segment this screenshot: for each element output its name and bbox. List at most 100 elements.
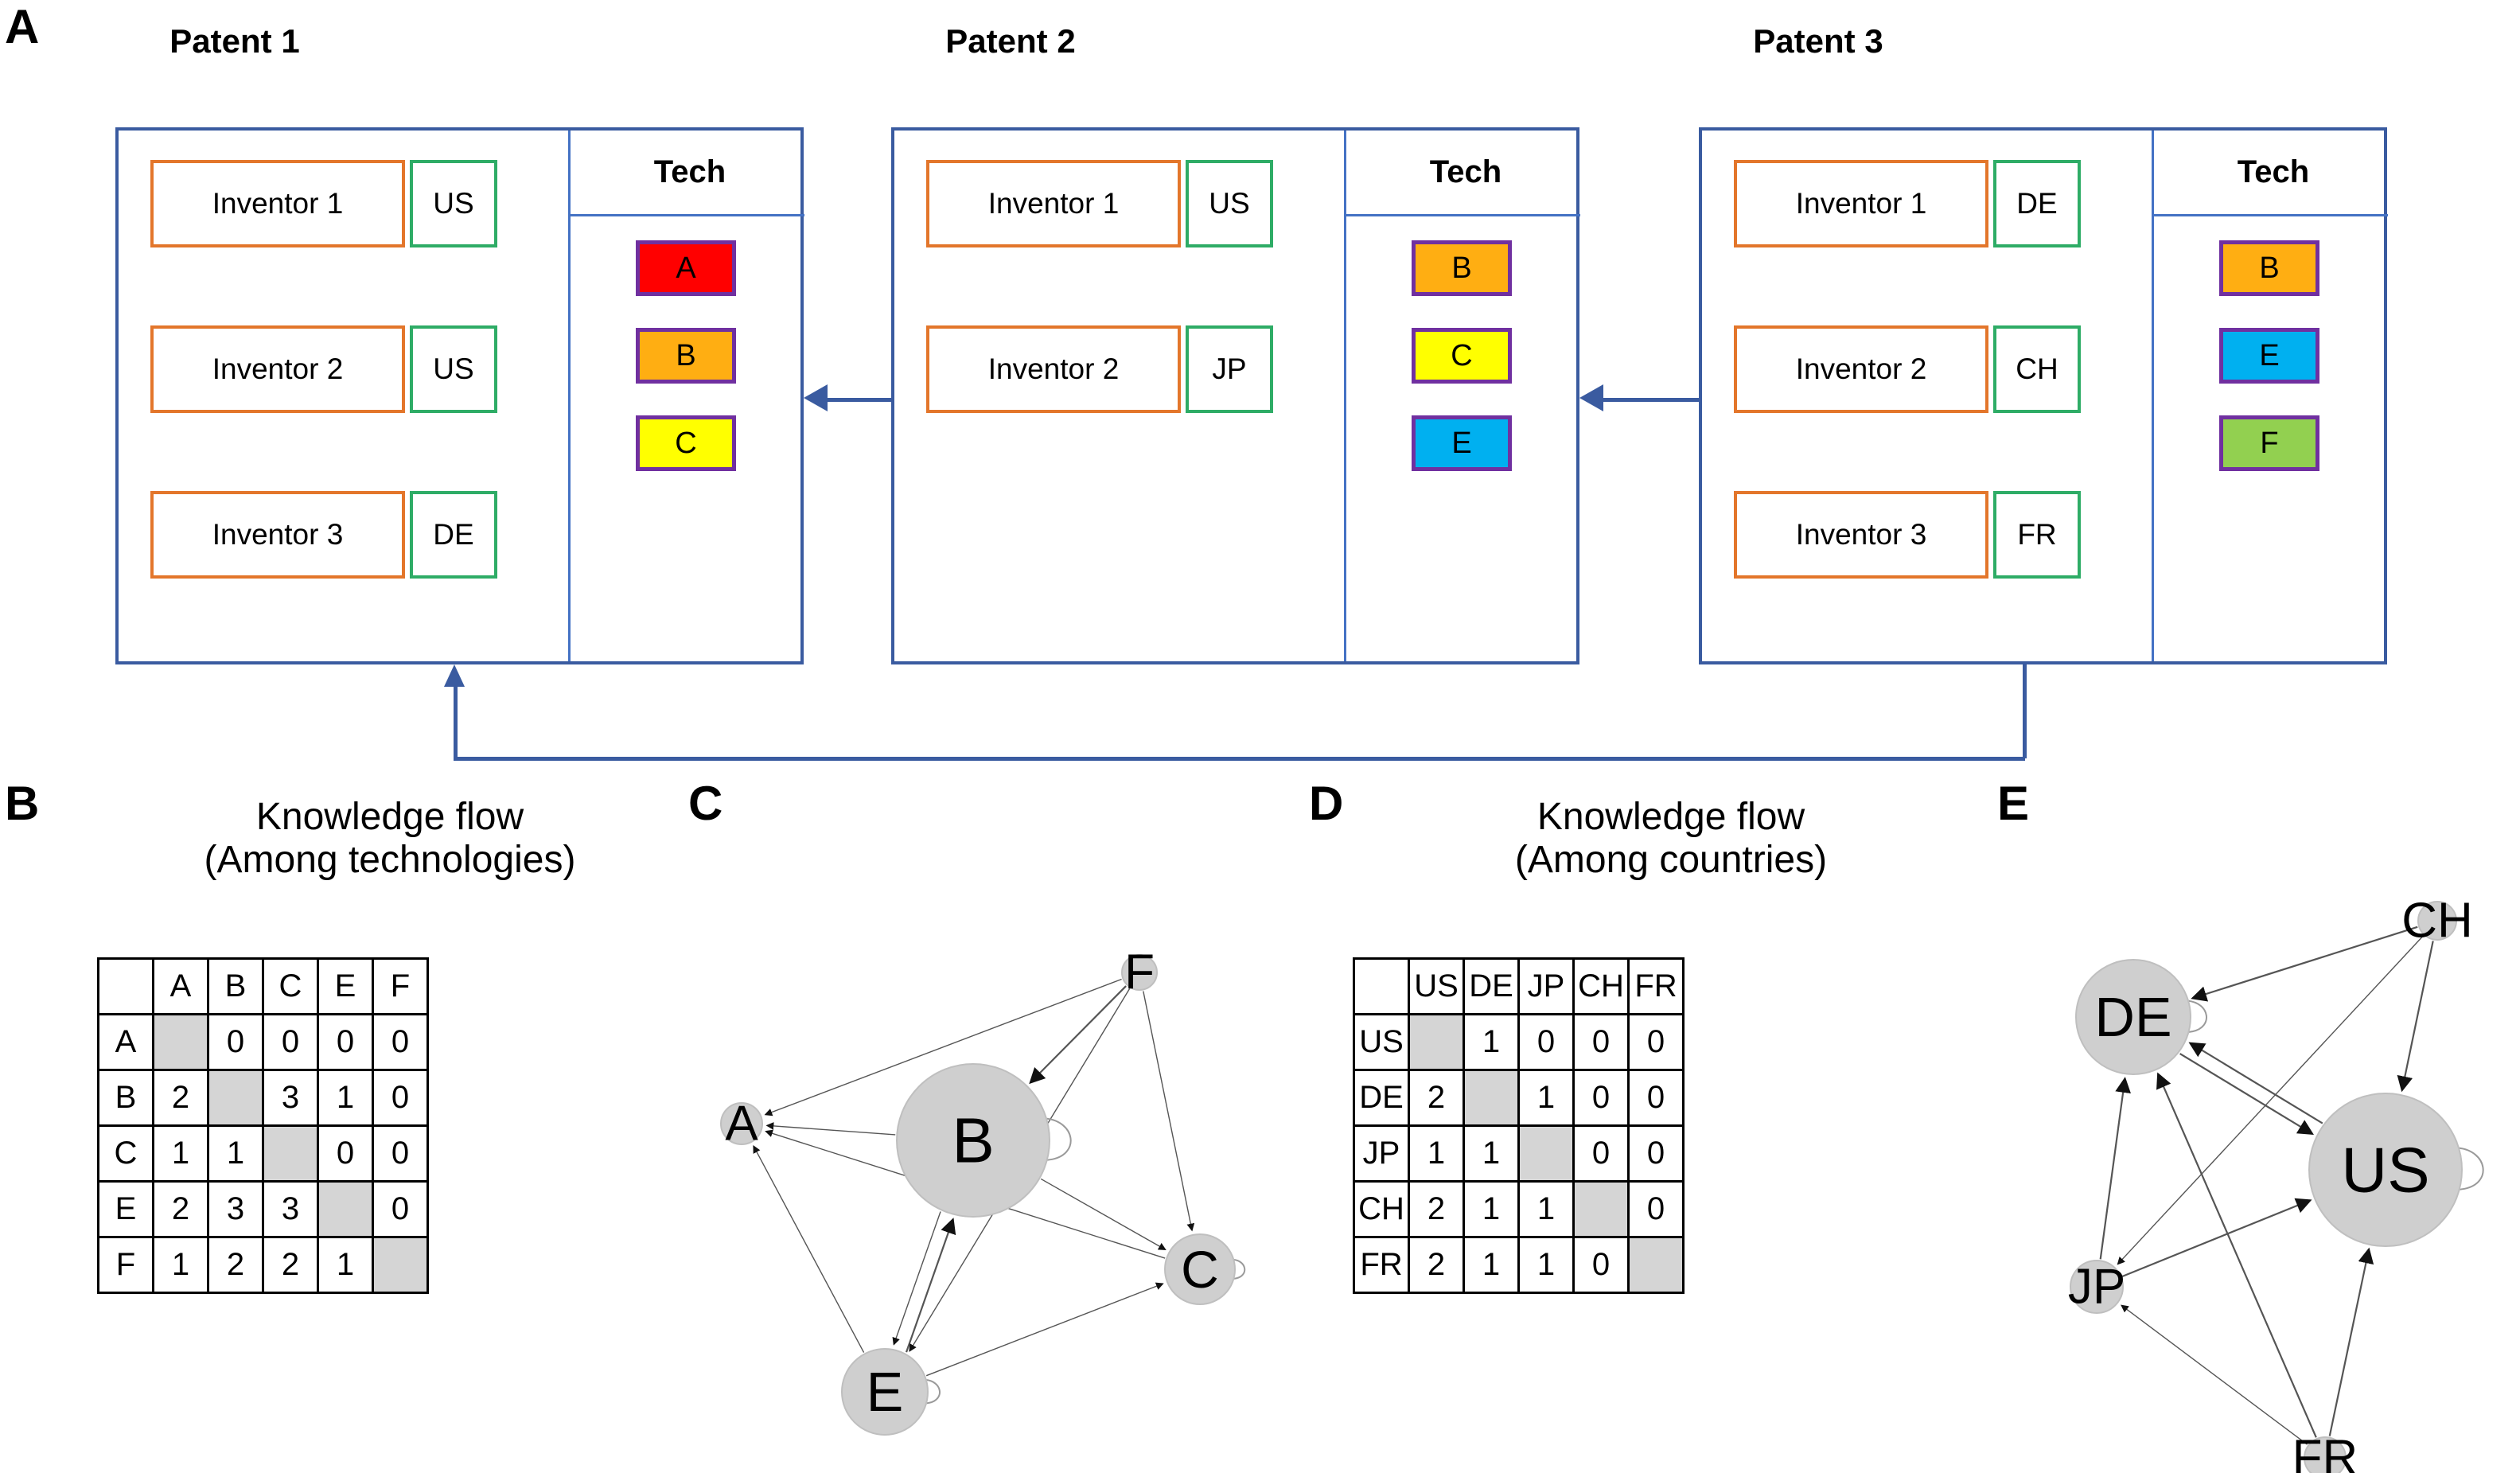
matrix-cell: 2 bbox=[1408, 1236, 1465, 1294]
network-node: DE bbox=[2075, 959, 2191, 1075]
patent-3-tech-header: Tech bbox=[2237, 154, 2310, 189]
inventor-name: Inventor 2 bbox=[926, 325, 1181, 413]
matrix-cell: 0 bbox=[317, 1124, 374, 1183]
network-edge bbox=[2117, 935, 2424, 1265]
network-node-label: US bbox=[2341, 1135, 2429, 1206]
matrix-diagonal-cell bbox=[262, 1124, 319, 1183]
network-edge bbox=[925, 1282, 1164, 1377]
matrix-corner-cell bbox=[97, 957, 154, 1015]
network-edge bbox=[2179, 1053, 2314, 1135]
network-node-circle bbox=[2075, 959, 2191, 1075]
country-matrix-title-line2: (Among countries) bbox=[1514, 838, 1828, 881]
tech-chip: E bbox=[1412, 415, 1512, 471]
panel-letter-b: B bbox=[5, 777, 40, 830]
patent-2-inventor-row-1: Inventor 1 US bbox=[926, 160, 1328, 247]
patent-1-inventor-row-3: Inventor 3 DE bbox=[150, 491, 552, 579]
network-node-circle bbox=[720, 1102, 763, 1145]
tech-chip: B bbox=[636, 328, 736, 384]
matrix-cell: 0 bbox=[372, 1069, 429, 1127]
network-node-circle bbox=[1121, 954, 1158, 991]
network-node-circle bbox=[1164, 1233, 1236, 1305]
matrix-cell: 0 bbox=[1627, 1069, 1685, 1127]
network-edge bbox=[1143, 991, 1195, 1232]
matrix-row-header: E bbox=[97, 1180, 154, 1238]
inventor-country: DE bbox=[410, 491, 497, 579]
network-edge bbox=[764, 978, 1122, 1116]
matrix-row-header: DE bbox=[1353, 1069, 1410, 1127]
inventor-name: Inventor 1 bbox=[150, 160, 405, 247]
patent-2-inventor-row-2: Inventor 2 JP bbox=[926, 325, 1328, 413]
network-node: F bbox=[1121, 945, 1158, 1000]
matrix-cell: 2 bbox=[207, 1236, 264, 1294]
patent-1-box: Tech Inventor 1 US Inventor 2 US Invento… bbox=[115, 127, 804, 664]
matrix-cell: 0 bbox=[317, 1013, 374, 1071]
network-node-label: DE bbox=[2094, 986, 2171, 1048]
patent-3-tech-rule bbox=[2152, 214, 2388, 216]
network-node-label: FR bbox=[2292, 1431, 2358, 1473]
matrix-col-header: F bbox=[372, 957, 429, 1015]
panel-letter-e: E bbox=[1997, 777, 2030, 830]
inventor-country: JP bbox=[1186, 325, 1273, 413]
inventor-country: DE bbox=[1993, 160, 2081, 247]
matrix-diagonal-cell bbox=[1572, 1180, 1630, 1238]
patent-3-inventor-row-3: Inventor 3 FR bbox=[1734, 491, 2136, 579]
matrix-cell: 0 bbox=[372, 1013, 429, 1071]
matrix-col-header: E bbox=[317, 957, 374, 1015]
matrix-cell: 1 bbox=[152, 1124, 209, 1183]
network-node-label: JP bbox=[2068, 1260, 2125, 1315]
matrix-cell: 0 bbox=[1627, 1013, 1685, 1071]
matrix-row-header: B bbox=[97, 1069, 154, 1127]
tech-matrix-title-line1: Knowledge flow bbox=[255, 796, 524, 838]
network-node: A bbox=[720, 1097, 763, 1152]
inventor-name: Inventor 2 bbox=[1734, 325, 1988, 413]
matrix-cell: 0 bbox=[372, 1180, 429, 1238]
network-node-label: F bbox=[1124, 945, 1155, 1000]
matrix-cell: 2 bbox=[152, 1069, 209, 1127]
matrix-cell: 1 bbox=[1408, 1124, 1465, 1183]
patent-3-box: Tech Inventor 1 DE Inventor 2 CH Invento… bbox=[1699, 127, 2388, 664]
patent-3-inventor-row-2: Inventor 2 CH bbox=[1734, 325, 2136, 413]
network-edge bbox=[2328, 1247, 2374, 1436]
network-edge bbox=[765, 1122, 896, 1136]
patent-1-inventor-row-2: Inventor 2 US bbox=[150, 325, 552, 413]
inventor-name: Inventor 3 bbox=[150, 491, 405, 579]
network-edge bbox=[2188, 1042, 2323, 1124]
matrix-cell: 0 bbox=[372, 1124, 429, 1183]
matrix-cell: 0 bbox=[1572, 1069, 1630, 1127]
inventor-name: Inventor 1 bbox=[926, 160, 1181, 247]
matrix-cell: 0 bbox=[1627, 1124, 1685, 1183]
matrix-cell: 0 bbox=[1627, 1180, 1685, 1238]
patent-2-title: Patent 2 bbox=[945, 22, 1076, 60]
matrix-col-header: CH bbox=[1572, 957, 1630, 1015]
matrix-diagonal-cell bbox=[1408, 1013, 1465, 1071]
matrix-cell: 1 bbox=[1463, 1180, 1520, 1238]
matrix-diagonal-cell bbox=[372, 1236, 429, 1294]
network-node: FR bbox=[2292, 1431, 2358, 1473]
matrix-diagonal-cell bbox=[1517, 1124, 1575, 1183]
matrix-cell: 1 bbox=[1463, 1013, 1520, 1071]
network-node: E bbox=[841, 1348, 929, 1436]
patent-3-divider bbox=[2152, 131, 2154, 661]
matrix-cell: 1 bbox=[1463, 1124, 1520, 1183]
network-edge bbox=[2156, 1072, 2317, 1438]
matrix-cell: 0 bbox=[1572, 1236, 1630, 1294]
patent-3-inventor-row-1: Inventor 1 DE bbox=[1734, 160, 2136, 247]
matrix-diagonal-cell bbox=[152, 1013, 209, 1071]
matrix-col-header: A bbox=[152, 957, 209, 1015]
network-node-label: B bbox=[952, 1105, 994, 1176]
patent-1-divider bbox=[568, 131, 571, 661]
matrix-cell: 1 bbox=[317, 1069, 374, 1127]
network-edge bbox=[906, 1218, 956, 1353]
